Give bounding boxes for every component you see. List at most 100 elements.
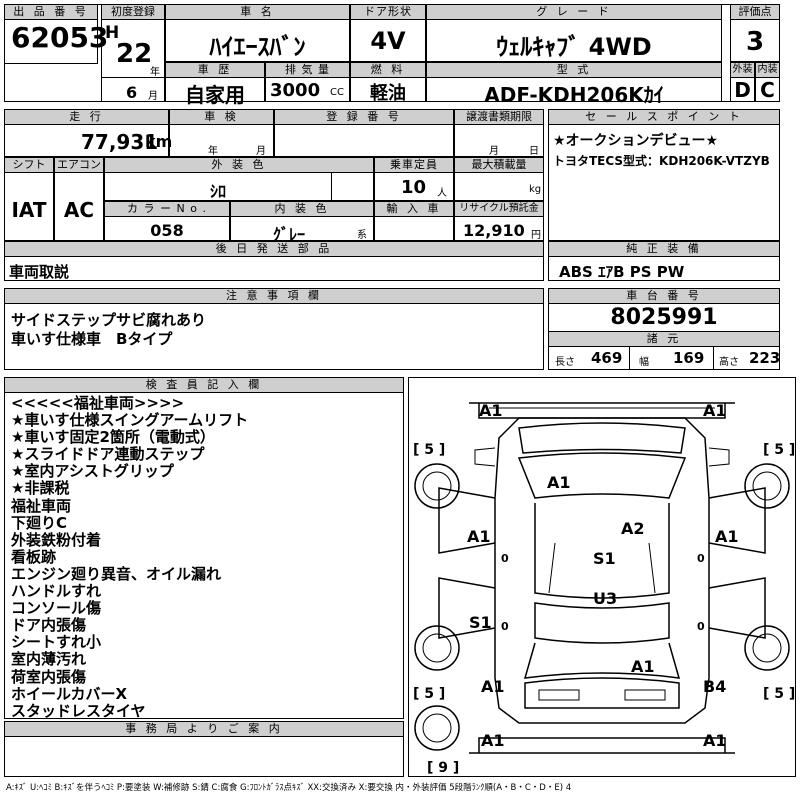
- comment-line: 看板跡: [11, 547, 57, 566]
- car-diagram-box: [ 5 ] [ 5 ] [ 5 ] [ 5 ] [ 9 ] A1 A1 A1 A…: [408, 377, 796, 777]
- ac: AC: [63, 198, 95, 222]
- front-right-tire: [744, 463, 790, 509]
- damage-mark: A1: [631, 657, 655, 676]
- score-cell: 評価点 3: [730, 4, 780, 62]
- sales-point-line-1: ★オークションデビュー★: [553, 133, 719, 149]
- load-label: 最大積載量: [455, 158, 543, 173]
- history: 自家用: [185, 83, 245, 107]
- height-value: 223: [749, 349, 781, 367]
- mileage-cell: 走 行 77,931 km: [4, 109, 173, 157]
- comment-line: 荷室内張傷: [11, 667, 87, 686]
- color-label: 外 装 色: [105, 158, 373, 173]
- comment-line: シートすれ小: [11, 633, 102, 652]
- sales-point-box: セ ー ル ス ポ イ ン ト ★オークションデビュー★ トヨタTECS型式：K…: [548, 109, 780, 241]
- length-value: 469: [591, 349, 623, 367]
- transfer-month-unit: 月: [489, 146, 499, 157]
- inspector-label: 検 査 員 記 入 欄: [5, 378, 403, 393]
- rear-right-tire: [744, 625, 790, 671]
- dims-label: 諸 元: [549, 331, 779, 347]
- grade-cell: グ レ ー ド ｳｪﾙｷｬﾌﾞ 4WD: [426, 4, 722, 62]
- door-cell: ドア形状 4V: [350, 4, 426, 62]
- chassis-number: 8025991: [610, 305, 718, 330]
- damage-mark: U3: [593, 589, 617, 608]
- parts-label: 後 日 発 送 部 品: [5, 242, 543, 257]
- int-color: ｸﾞﾚｰ: [273, 225, 306, 244]
- front-doors: [438, 487, 766, 554]
- comment-line: 外装鉄粉付着: [11, 530, 102, 549]
- rear-bumper: [469, 737, 735, 754]
- genuine-label: 純 正 装 備: [549, 242, 779, 257]
- damage-mark: A1: [547, 473, 571, 492]
- tire-tread-front-left: [ 5 ]: [413, 442, 445, 458]
- interior-grade: C: [760, 78, 775, 102]
- mileage-label: 走 行: [5, 110, 168, 125]
- sales-point-line-2: トヨタTECS型式：KDH206K-VTZYB: [553, 154, 770, 168]
- tire-tread-rear-right: [ 5 ]: [763, 686, 795, 702]
- height-label: 高さ: [719, 357, 739, 368]
- capacity: 10: [401, 177, 427, 198]
- color-no-label: カ ラ ー N o .: [105, 202, 229, 217]
- damage-mark: A1: [481, 731, 505, 750]
- damage-mark: S1: [593, 549, 616, 568]
- comment-line: コンソール傷: [11, 599, 102, 618]
- damage-mark: A1: [467, 527, 491, 546]
- door-label: ドア形状: [351, 5, 425, 20]
- comment-line: エンジン廻り異音、オイル漏れ: [11, 564, 222, 583]
- genuine-value: ABS ｴｱB PS PW: [559, 263, 685, 281]
- comment-line: ハンドルすれ: [11, 582, 102, 601]
- inspector-box: 検 査 員 記 入 欄 <<<<<福祉車両>>>> ★車いす仕様スイングアームリ…: [4, 377, 404, 719]
- rear-left-tire: [414, 625, 460, 671]
- inspection-cell: 車 検 年 月: [169, 109, 274, 157]
- load-cell: 最大積載量 kg: [454, 157, 544, 201]
- lot-no-label: 出 品 番 号: [5, 5, 97, 20]
- color-cell: 外 装 色 ｼﾛ: [104, 157, 374, 201]
- exterior-cell: 外装 D: [730, 62, 755, 102]
- lot-no-cell: 出 品 番 号 62053: [4, 4, 108, 64]
- transfer-cell: 譲渡書類期限 月 日: [454, 109, 544, 157]
- parts-value: 車両取説: [9, 263, 70, 281]
- damage-mark: A1: [715, 527, 739, 546]
- chassis-label: 車 台 番 号: [549, 289, 779, 304]
- color-no: 058: [150, 221, 184, 240]
- roof-panel: [534, 602, 670, 644]
- model-cell: 型 式 ADF-KDH206Kｶｲ: [426, 62, 722, 107]
- genuine-box: 純 正 装 備 ABS ｴｱB PS PW: [548, 241, 780, 281]
- load-unit: kg: [529, 184, 542, 195]
- import-label: 輸 入 車: [375, 202, 453, 217]
- comment-line: <<<<<福祉車両>>>>: [11, 394, 185, 412]
- windshield: [517, 452, 687, 499]
- comment-line: ★車いす固定2箇所（電動式）: [11, 428, 215, 447]
- panel-note: 0: [697, 552, 705, 565]
- inspection-month-unit: 月: [256, 146, 266, 157]
- comment-line: ★スライドドア連動ステップ: [11, 445, 205, 464]
- comment-line: ドア内張傷: [11, 616, 87, 635]
- int-color-suffix: 系: [357, 230, 367, 241]
- damage-mark: A2: [621, 519, 645, 538]
- fuel: 軽油: [370, 83, 406, 104]
- shift-cell: シフト IAT: [4, 157, 54, 241]
- reg-no-cell: 登 録 番 号: [274, 109, 454, 157]
- length-label: 長さ: [555, 357, 575, 368]
- int-color-cell: 内 装 色 ｸﾞﾚｰ 系: [230, 201, 374, 244]
- mileage-unit: km: [145, 132, 173, 151]
- comment-line: スタッドレスタイヤ: [11, 701, 146, 720]
- year-unit: 年: [150, 67, 160, 78]
- damage-mark: A1: [481, 677, 505, 696]
- caution-line-1: サイドステップサビ腐れあり: [11, 311, 207, 329]
- interior-cell: 内装 C: [755, 62, 780, 102]
- comment-line: ★室内アシストグリップ: [11, 462, 174, 481]
- fuel-cell: 燃 料 軽油: [350, 62, 426, 104]
- tire-tread-rear-left: [ 5 ]: [413, 686, 445, 702]
- first-reg-cell: 初度登録 H 22 年 6 月: [101, 4, 165, 102]
- comment-line: ★車いす仕様スイングアームリフト: [11, 411, 249, 430]
- import-cell: 輸 入 車: [374, 201, 454, 241]
- month-unit: 月: [148, 91, 158, 102]
- reg-year: 22: [116, 39, 153, 69]
- width-value: 169: [673, 349, 705, 367]
- caution-box: 注 意 事 項 欄 サイドステップサビ腐れあり 車いす仕様車 Bタイプ: [4, 288, 544, 370]
- grade-label: グ レ ー ド: [427, 5, 721, 20]
- capacity-label: 乗車定員: [375, 158, 453, 173]
- chassis-box: 車 台 番 号 8025991 諸 元 長さ 469 幅 169 高さ 223: [548, 288, 780, 370]
- damage-mark: A1: [703, 731, 727, 750]
- comment-line: 下廻りC: [11, 513, 68, 532]
